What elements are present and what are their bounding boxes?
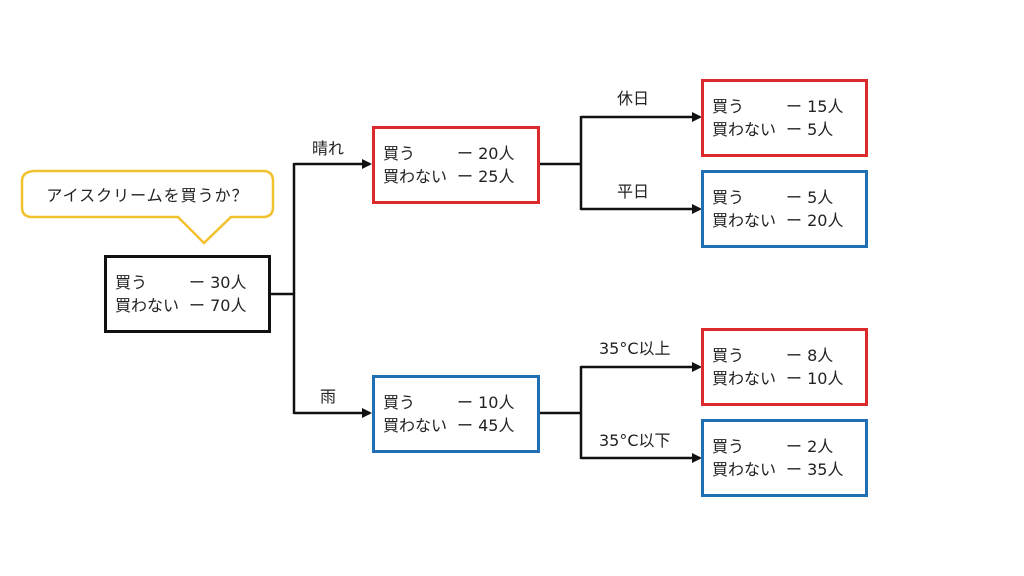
cool-nobuy-row: 買わない ー 35人	[712, 458, 857, 481]
buy-count: ー 15人	[786, 97, 844, 116]
node-root: 買う ー 30人 買わない ー 70人	[104, 255, 271, 333]
cool-buy-row: 買う ー 2人	[712, 435, 857, 458]
hot-nobuy-row: 買わない ー 10人	[712, 367, 857, 390]
question-text: アイスクリームを買うか？	[46, 186, 249, 205]
nobuy-label: 買わない	[115, 296, 180, 315]
node-weekday: 買う ー 5人 買わない ー 20人	[701, 170, 868, 248]
hot-buy-row: 買う ー 8人	[712, 344, 857, 367]
edge-label-holiday: 休日	[617, 89, 650, 108]
nobuy-count: ー 10人	[786, 369, 844, 388]
buy-label: 買う	[712, 437, 745, 456]
root-buy-row: 買う ー 30人	[115, 271, 260, 294]
holiday-buy-row: 買う ー 15人	[712, 95, 857, 118]
buy-count: ー 8人	[786, 346, 834, 365]
buy-label: 買う	[383, 393, 416, 412]
buy-label: 買う	[383, 144, 416, 163]
buy-count: ー 5人	[786, 188, 834, 207]
nobuy-count: ー 25人	[457, 167, 515, 186]
buy-label: 買う	[712, 346, 745, 365]
nobuy-count: ー 70人	[189, 296, 247, 315]
nobuy-count: ー 45人	[457, 416, 515, 435]
nobuy-label: 買わない	[712, 369, 777, 388]
edge-label-hot: 35°C以上	[599, 339, 671, 358]
nobuy-count: ー 5人	[786, 120, 834, 139]
buy-count: ー 20人	[457, 144, 515, 163]
edge-label-cool: 35°C以下	[599, 431, 671, 450]
buy-label: 買う	[712, 97, 745, 116]
nobuy-label: 買わない	[383, 416, 448, 435]
edge-label-weekday: 平日	[617, 182, 650, 201]
node-hot: 買う ー 8人 買わない ー 10人	[701, 328, 868, 406]
weekday-buy-row: 買う ー 5人	[712, 186, 857, 209]
nobuy-label: 買わない	[712, 211, 777, 230]
rain-buy-row: 買う ー 10人	[383, 391, 529, 414]
holiday-nobuy-row: 買わない ー 5人	[712, 118, 857, 141]
node-cool: 買う ー 2人 買わない ー 35人	[701, 419, 868, 497]
node-sunny: 買う ー 20人 買わない ー 25人	[372, 126, 540, 204]
question-bubble	[20, 169, 275, 245]
weekday-nobuy-row: 買わない ー 20人	[712, 209, 857, 232]
edge-label-sunny: 晴れ	[312, 139, 345, 158]
buy-count: ー 30人	[189, 273, 247, 292]
sunny-buy-row: 買う ー 20人	[383, 142, 529, 165]
nobuy-count: ー 20人	[786, 211, 844, 230]
edge-label-rain: 雨	[320, 387, 337, 406]
root-nobuy-row: 買わない ー 70人	[115, 294, 260, 317]
buy-count: ー 10人	[457, 393, 515, 412]
nobuy-label: 買わない	[383, 167, 448, 186]
node-rain: 買う ー 10人 買わない ー 45人	[372, 375, 540, 453]
sunny-nobuy-row: 買わない ー 25人	[383, 165, 529, 188]
buy-label: 買う	[712, 188, 745, 207]
nobuy-label: 買わない	[712, 460, 777, 479]
buy-count: ー 2人	[786, 437, 834, 456]
nobuy-count: ー 35人	[786, 460, 844, 479]
rain-nobuy-row: 買わない ー 45人	[383, 414, 529, 437]
buy-label: 買う	[115, 273, 148, 292]
node-holiday: 買う ー 15人 買わない ー 5人	[701, 79, 868, 157]
nobuy-label: 買わない	[712, 120, 777, 139]
